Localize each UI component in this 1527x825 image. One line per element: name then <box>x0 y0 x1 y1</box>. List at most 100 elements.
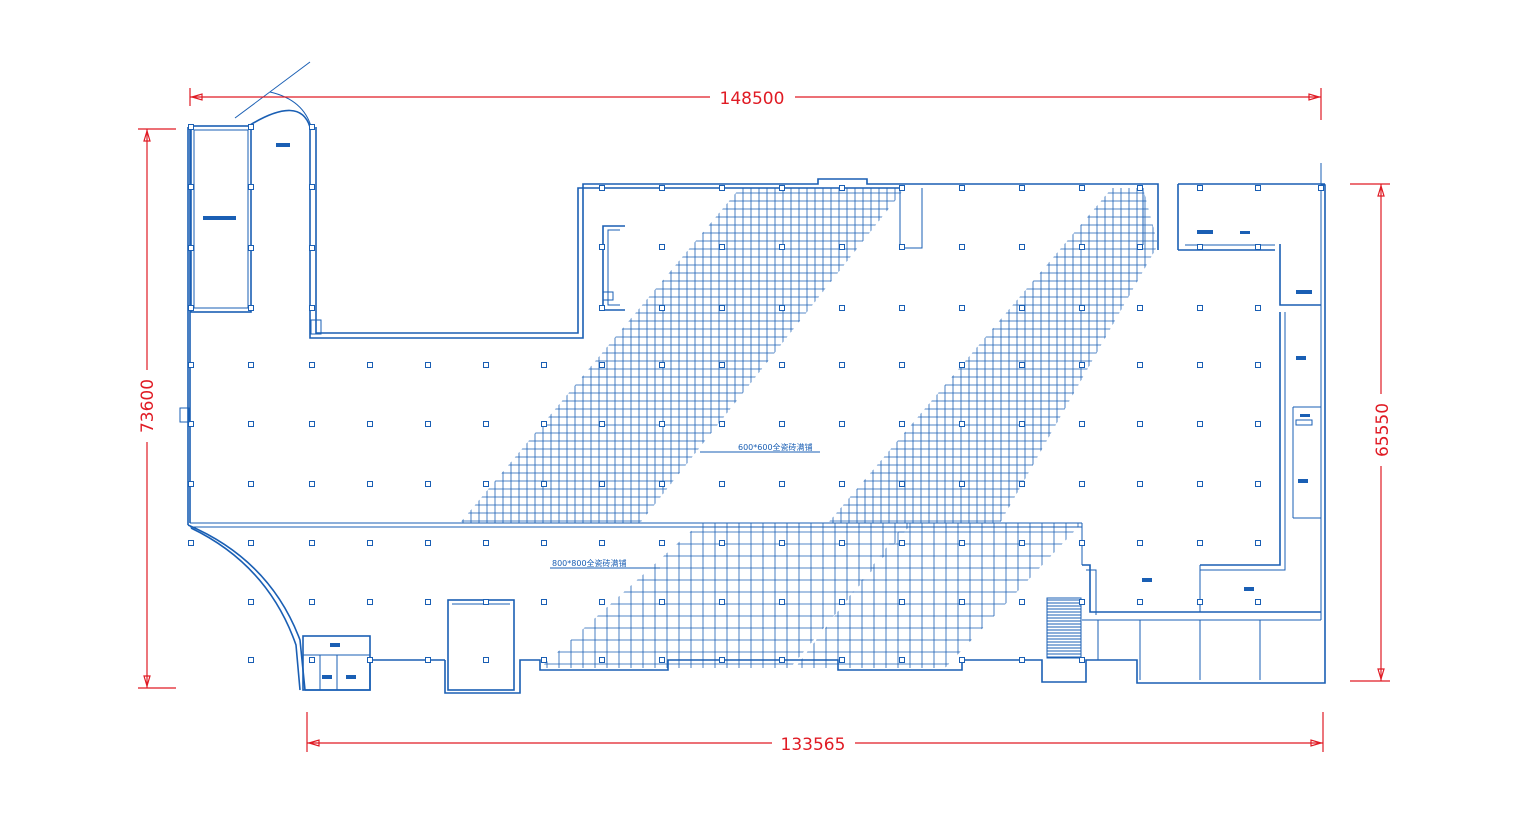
column <box>959 362 965 368</box>
column <box>659 540 665 546</box>
column <box>309 421 315 427</box>
column <box>599 657 605 663</box>
dimension-left-label: 73600 <box>138 379 158 433</box>
column <box>1197 185 1203 191</box>
column <box>367 481 373 487</box>
column <box>599 185 605 191</box>
column <box>899 421 905 427</box>
column <box>1197 481 1203 487</box>
column <box>188 124 194 130</box>
column <box>1197 599 1203 605</box>
column <box>959 481 965 487</box>
column <box>779 540 785 546</box>
column <box>248 599 254 605</box>
column <box>1137 481 1143 487</box>
column <box>1019 362 1025 368</box>
column <box>899 599 905 605</box>
column <box>719 481 725 487</box>
column <box>188 184 194 190</box>
label-block-left <box>276 143 290 147</box>
column <box>659 599 665 605</box>
column <box>839 421 845 427</box>
column <box>659 305 665 311</box>
column <box>959 305 965 311</box>
column <box>1255 185 1261 191</box>
column <box>1197 540 1203 546</box>
column <box>839 185 845 191</box>
tile-600-label: 600*600全瓷砖满铺 <box>738 442 813 452</box>
column <box>1137 244 1143 250</box>
column <box>959 540 965 546</box>
dimension-bottom: 133565 <box>306 712 1324 755</box>
column <box>1137 185 1143 191</box>
column <box>719 362 725 368</box>
tile-800-label: 800*800全瓷砖满铺 <box>552 558 627 568</box>
column <box>483 421 489 427</box>
column <box>425 599 431 605</box>
column <box>483 540 489 546</box>
structural-columns <box>188 124 1324 663</box>
column <box>1019 421 1025 427</box>
outer-walls <box>187 61 1326 694</box>
column <box>839 481 845 487</box>
column <box>779 362 785 368</box>
column <box>1079 362 1085 368</box>
column <box>1019 244 1025 250</box>
column <box>1255 540 1261 546</box>
column <box>309 362 315 368</box>
column <box>719 244 725 250</box>
column <box>248 421 254 427</box>
column <box>1197 421 1203 427</box>
column <box>248 184 254 190</box>
column <box>309 184 315 190</box>
column <box>779 244 785 250</box>
column <box>1137 421 1143 427</box>
column <box>188 421 194 427</box>
column <box>367 540 373 546</box>
column <box>309 481 315 487</box>
column <box>719 657 725 663</box>
column <box>425 481 431 487</box>
column <box>959 657 965 663</box>
column <box>899 540 905 546</box>
column <box>367 599 373 605</box>
column <box>1079 657 1085 663</box>
column <box>248 245 254 251</box>
column <box>541 362 547 368</box>
column <box>899 305 905 311</box>
column <box>779 599 785 605</box>
column <box>899 481 905 487</box>
tile-zone-600-b <box>828 188 1158 523</box>
column <box>599 540 605 546</box>
column <box>248 124 254 130</box>
column <box>599 362 605 368</box>
column <box>425 362 431 368</box>
column <box>839 599 845 605</box>
column <box>719 305 725 311</box>
column <box>659 421 665 427</box>
column <box>599 421 605 427</box>
column <box>188 540 194 546</box>
column <box>839 244 845 250</box>
column <box>1079 540 1085 546</box>
column <box>1137 540 1143 546</box>
column <box>899 244 905 250</box>
column <box>659 362 665 368</box>
column <box>1255 599 1261 605</box>
column <box>188 481 194 487</box>
dimension-top-label: 148500 <box>720 89 785 109</box>
column <box>541 421 547 427</box>
column <box>1197 244 1203 250</box>
column <box>1255 421 1261 427</box>
column <box>188 362 194 368</box>
column <box>899 185 905 191</box>
column <box>959 185 965 191</box>
column <box>309 305 315 311</box>
column <box>1019 599 1025 605</box>
column <box>188 245 194 251</box>
dimension-left: 73600 <box>138 128 176 689</box>
column <box>1019 657 1025 663</box>
column <box>1255 244 1261 250</box>
column <box>599 305 605 311</box>
